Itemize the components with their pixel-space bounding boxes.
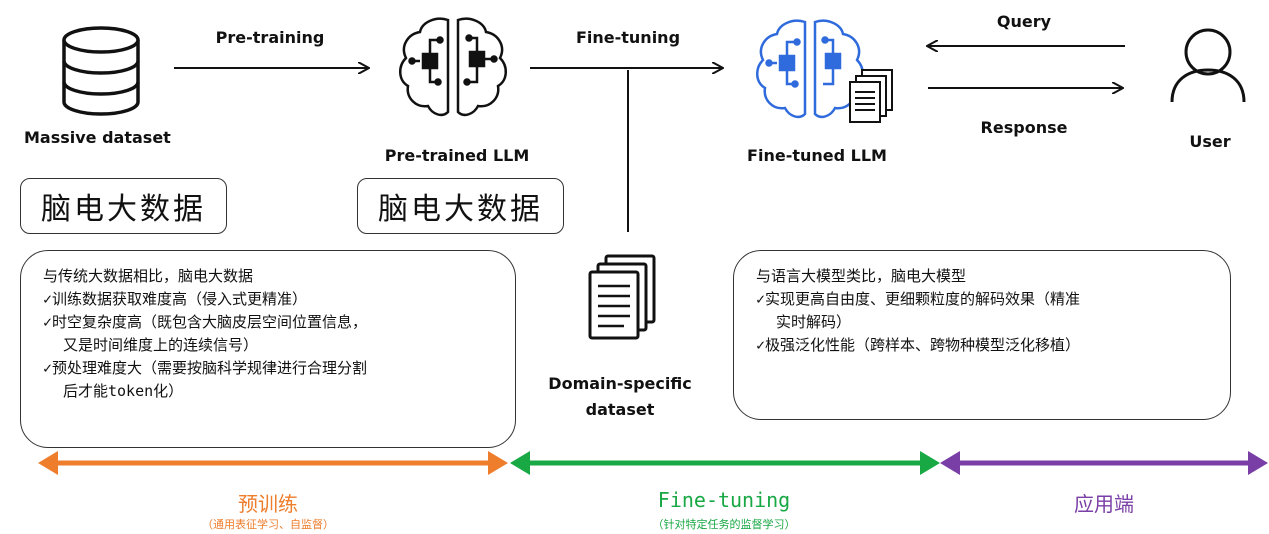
right-panel-item-2: ✓极强泛化性能（跨样本、跨物种模型泛化移植）	[756, 336, 1081, 354]
pretrained-brain-icon	[399, 17, 507, 117]
document-stack-icon	[849, 69, 893, 123]
left-panel-item-2: ✓时空复杂度高（既包含大脑皮层空间位置信息，	[43, 313, 368, 331]
user-icon	[1170, 28, 1246, 103]
left-comparison-panel: 与传统大数据相比，脑电大数据 ✓训练数据获取难度高（侵入式更精准） ✓时空复杂度…	[20, 250, 516, 448]
pretrain-phase-arrow	[38, 451, 508, 475]
app-phase-arrow	[940, 451, 1268, 475]
domain-dataset-label-line2: dataset	[585, 400, 655, 419]
right-comparison-panel: 与语言大模型类比，脑电大模型 ✓实现更高自由度、更细颗粒度的解码效果（精准 实时…	[733, 250, 1231, 420]
eeg-bigdata-box-left: 脑电大数据	[20, 178, 227, 234]
left-panel-intro: 与传统大数据相比，脑电大数据	[43, 267, 254, 285]
eeg-bigdata-text-middle: 脑电大数据	[378, 192, 543, 227]
finetuned-llm-label: Fine-tuned LLM	[747, 146, 887, 165]
domain-dataset-label-line1: Domain-specific	[548, 374, 692, 393]
right-panel-item-1: ✓实现更高自由度、更细颗粒度的解码效果（精准	[756, 290, 1081, 308]
finetune-phase-title: Fine-tuning	[657, 488, 791, 512]
app-phase-title: 应用端	[1074, 492, 1134, 516]
left-panel-item-3-cont: 后才能token化）	[63, 382, 184, 400]
left-panel-item-1: ✓训练数据获取难度高（侵入式更精准）	[43, 290, 308, 308]
database-icon	[62, 26, 140, 116]
left-panel-item-2-cont: 又是时间维度上的连续信号）	[63, 336, 259, 354]
left-panel-item-3: ✓预处理难度大（需要按脑科学规律进行合理分割	[43, 359, 368, 377]
finetune-phase-subtitle: （针对特定任务的监督学习）	[652, 518, 796, 531]
right-panel-intro: 与语言大模型类比，脑电大模型	[756, 267, 967, 285]
domain-dataset-icon	[588, 254, 656, 340]
pretrained-llm-label: Pre-trained LLM	[384, 146, 530, 165]
eeg-bigdata-text-left: 脑电大数据	[41, 192, 206, 227]
finetune-phase-arrow	[510, 451, 940, 475]
eeg-bigdata-box-middle: 脑电大数据	[357, 178, 564, 234]
pretrain-phase-subtitle: （通用表征学习、自监督）	[202, 518, 334, 531]
massive-dataset-label: Massive dataset	[24, 128, 171, 147]
response-label: Response	[980, 118, 1068, 137]
pretraining-label: Pre-training	[215, 28, 325, 47]
finetuning-label: Fine-tuning	[575, 28, 681, 47]
pretrain-phase-title: 预训练	[238, 492, 298, 516]
user-label: User	[1189, 132, 1231, 151]
finetuned-brain-icon	[756, 19, 864, 119]
right-panel-item-1-cont: 实时解码）	[776, 313, 852, 331]
query-label: Query	[996, 12, 1052, 31]
